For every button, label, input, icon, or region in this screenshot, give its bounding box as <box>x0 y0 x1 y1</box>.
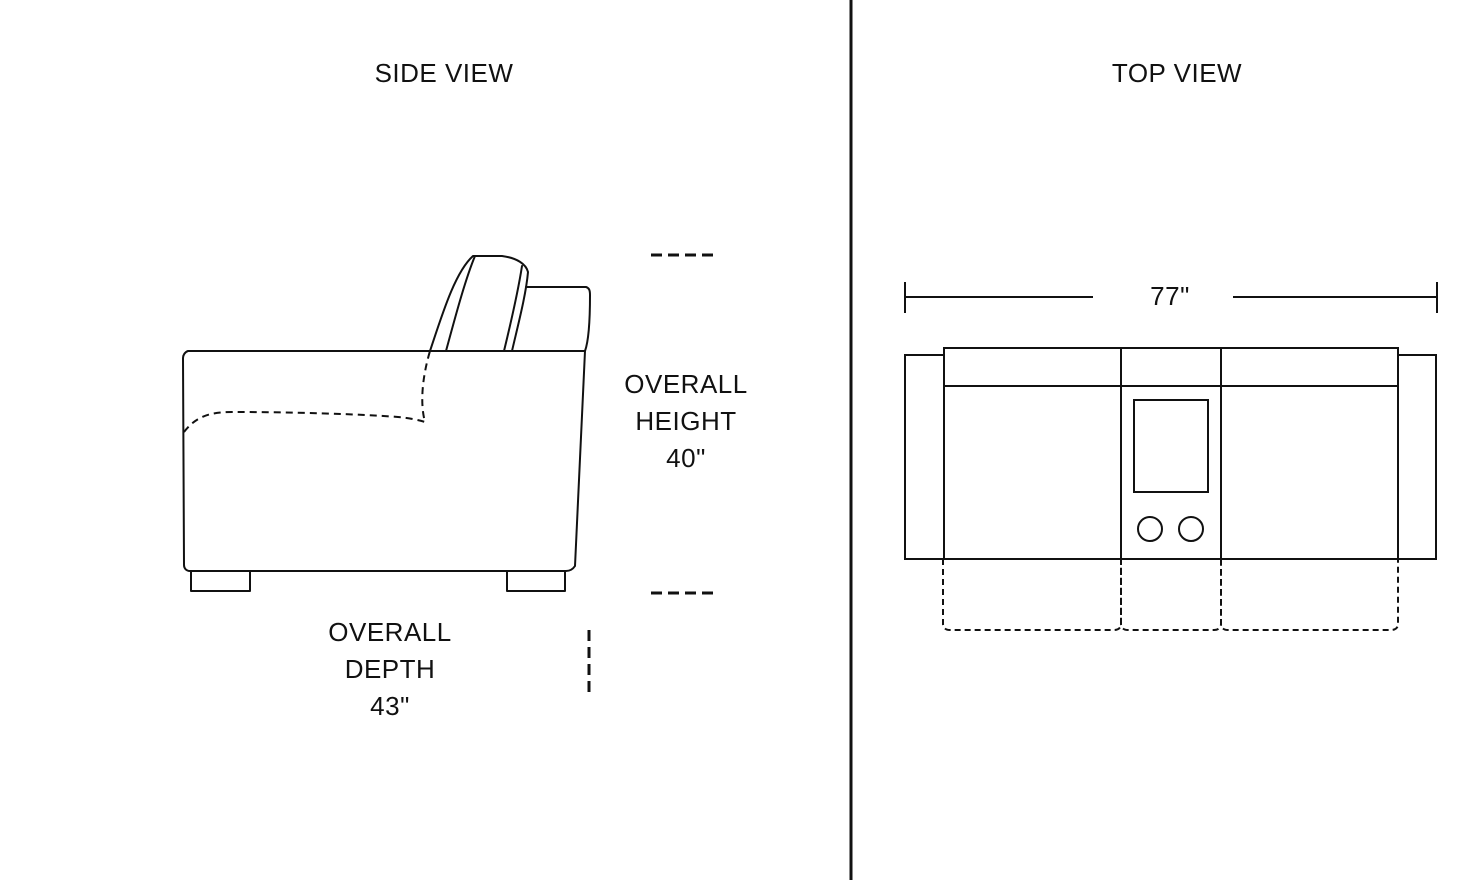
overall-width-label: 77" <box>1120 278 1220 315</box>
overall-depth-value: 43" <box>370 691 410 721</box>
cup-holder-left <box>1137 516 1163 542</box>
overall-depth-line2: DEPTH <box>344 654 436 684</box>
side-view-title-text: SIDE VIEW <box>374 58 514 88</box>
seat-area <box>943 385 1399 560</box>
backrest <box>943 347 1399 387</box>
right-arm <box>1397 354 1437 560</box>
rear-leg <box>506 570 566 592</box>
reclined-footrests <box>942 559 1399 631</box>
top-view-sofa <box>904 347 1437 560</box>
back-cushion-seam-rear <box>503 265 523 352</box>
left-arm <box>904 354 945 560</box>
console-storage <box>1133 399 1209 493</box>
top-view-title: TOP VIEW <box>1077 55 1277 92</box>
back-cushion-seam <box>445 255 476 352</box>
sofa-body <box>182 350 586 572</box>
cup-holder-right <box>1178 516 1204 542</box>
overall-depth-line1: OVERALL <box>328 617 452 647</box>
overall-height-label: OVERALL HEIGHT 40" <box>596 366 776 477</box>
side-view-title: SIDE VIEW <box>344 55 544 92</box>
overall-depth-label: OVERALL DEPTH 43" <box>300 614 480 725</box>
top-view-title-text: TOP VIEW <box>1111 58 1243 88</box>
seat-cushion-hidden-line <box>183 350 431 433</box>
side-view-sofa <box>182 255 591 592</box>
back-cushion-front <box>429 255 529 352</box>
front-leg <box>190 570 251 592</box>
overall-height-value: 40" <box>666 443 706 473</box>
width-dimension-line <box>904 282 1438 313</box>
back-cushion-rear <box>525 286 591 352</box>
overall-height-line2: HEIGHT <box>635 406 737 436</box>
overall-width-value: 77" <box>1150 281 1190 311</box>
overall-height-line1: OVERALL <box>624 369 748 399</box>
